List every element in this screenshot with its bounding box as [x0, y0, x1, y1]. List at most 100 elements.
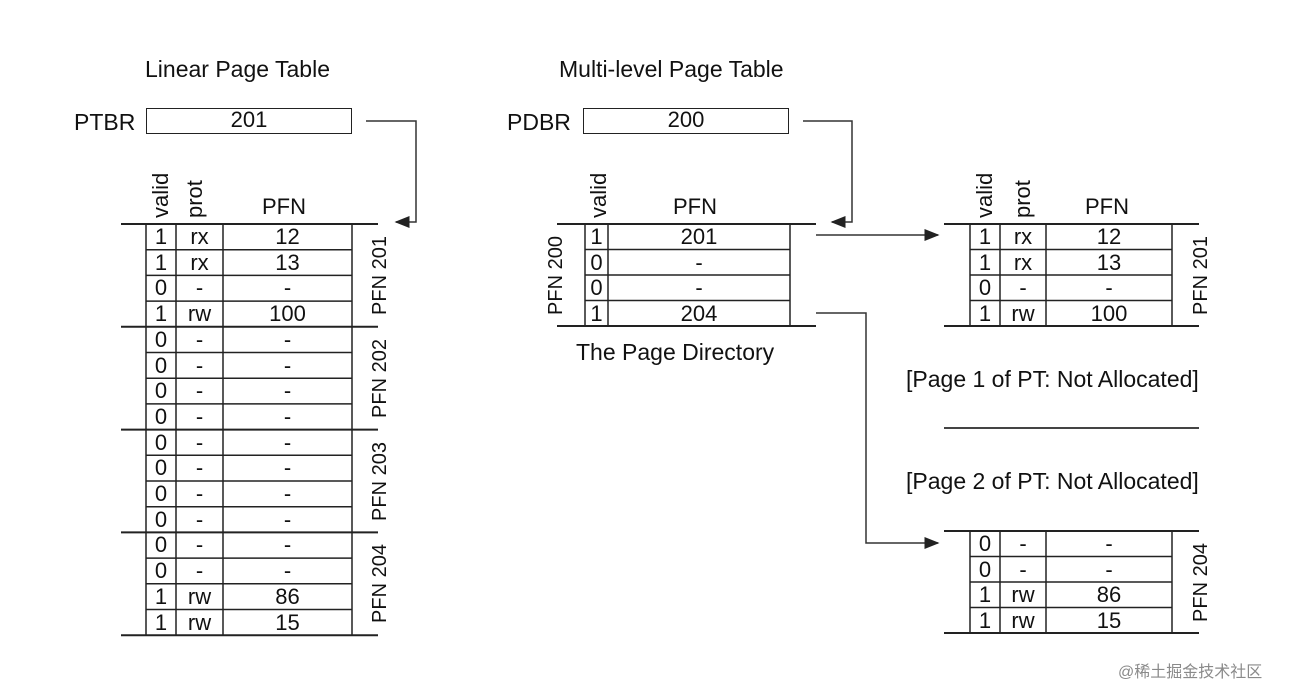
pfn-cell: 15: [1096, 607, 1122, 633]
pfn-cell: -: [283, 326, 292, 352]
pfn-cell: 100: [269, 301, 306, 327]
table-row: 0-: [0, 250, 702, 275]
prot-cell: rw: [1011, 582, 1035, 607]
table-row: 1 201: [0, 224, 717, 249]
prot-cell: rx: [190, 224, 209, 249]
table-row: 0-: [0, 275, 702, 300]
valid-cell: 1: [978, 249, 992, 275]
pfn-cell: -: [1105, 556, 1113, 582]
pfn-cell: -: [283, 352, 292, 378]
prot-cell: -: [195, 403, 204, 429]
valid-cell: 1: [590, 300, 603, 326]
table-row: 0--: [0, 532, 291, 557]
pfn-cell: 86: [1096, 582, 1122, 607]
valid-cell: 1: [978, 300, 992, 326]
pfn-cell: -: [283, 429, 292, 455]
page2-not-allocated-note: [Page 2 of PT: Not Allocated]: [906, 468, 1199, 494]
table-row: 1 rw 86: [0, 582, 1121, 607]
prot-cell: -: [195, 558, 204, 584]
table-row: 0 - -: [0, 353, 291, 378]
valid-cell: 0: [154, 481, 168, 506]
prot-cell: -: [195, 506, 204, 532]
prot-cell: -: [195, 275, 204, 301]
pfn-cell: -: [1105, 275, 1113, 300]
valid-cell: 1: [154, 224, 168, 249]
table-row: 1 rx 12: [0, 224, 1121, 249]
prot-cell: -: [195, 378, 204, 404]
valid-cell: 0: [154, 378, 168, 404]
pfn-cell: -: [283, 455, 292, 481]
pfn-cell: 13: [1096, 249, 1122, 275]
valid-cell: 0: [978, 531, 992, 556]
table-row: 0 - -: [0, 531, 1113, 556]
valid-cell: 0: [590, 249, 603, 275]
pfn-cell: 13: [275, 249, 300, 275]
pfn-cell: -: [695, 249, 703, 275]
multilevel-page-table-title: Multi-level Page Table: [559, 56, 784, 82]
pfn-cell: -: [283, 532, 292, 558]
prot-cell: rw: [1011, 300, 1035, 326]
table-row: 1 rw 100: [0, 301, 1127, 326]
valid-cell: 1: [978, 607, 992, 633]
prot-cell: rw: [187, 609, 212, 635]
pfn-cell: -: [283, 275, 292, 301]
page-directory-caption: The Page Directory: [576, 339, 775, 365]
prot-cell: rw: [187, 583, 212, 609]
valid-cell: 1: [154, 609, 168, 635]
table-row: 1 rx 12: [0, 224, 300, 249]
pfn-cell: -: [283, 378, 292, 404]
pfn-cell: -: [1105, 531, 1113, 556]
valid-cell: 0: [590, 275, 603, 300]
table-row: 1 rx 13: [0, 250, 1121, 275]
table-row: 0 - -: [0, 378, 291, 403]
pfn-cell: 12: [1096, 224, 1122, 249]
valid-cell: 0: [154, 558, 168, 584]
ptbr-label: PTBR: [74, 109, 136, 135]
pfn-cell: 204: [680, 300, 718, 326]
valid-cell: 1: [154, 249, 168, 275]
pdbr-register: 200: [583, 108, 789, 134]
valid-cell: 0: [978, 556, 992, 582]
prot-cell: rx: [1013, 249, 1033, 275]
ptbr-arrow: [366, 120, 417, 228]
pfn-cell: -: [283, 506, 292, 532]
prot-cell: -: [195, 532, 204, 558]
pdbr-label: PDBR: [507, 109, 571, 135]
table-row: 1 204: [0, 301, 717, 326]
prot-cell: -: [1019, 275, 1027, 300]
pfn-cell: -: [695, 275, 703, 300]
page1-not-allocated-note: [Page 1 of PT: Not Allocated]: [906, 366, 1199, 392]
table-row: 0--: [0, 507, 291, 532]
valid-cell: 0: [154, 275, 168, 301]
valid-cell: 1: [154, 301, 168, 327]
prot-cell: -: [195, 455, 204, 481]
watermark: @稀土掘金技术社区: [1118, 664, 1263, 681]
valid-cell: 0: [154, 352, 168, 378]
pfn-cell: 12: [275, 224, 300, 249]
prot-cell: rw: [187, 301, 212, 327]
prot-cell: rw: [1011, 607, 1035, 633]
pdbr-arrow: [803, 120, 853, 228]
valid-cell: 1: [590, 224, 603, 249]
valid-cell: 0: [154, 455, 168, 481]
table-row: 0 - -: [0, 275, 291, 300]
pfn-cell: -: [283, 558, 292, 584]
prot-cell: -: [195, 429, 204, 455]
valid-cell: 1: [978, 582, 992, 607]
table-row: 0--: [0, 481, 291, 506]
valid-cell: 1: [154, 583, 168, 609]
table-row: 0--: [0, 404, 291, 429]
table-row: 0--: [0, 327, 291, 352]
table-row: 1 rw 15: [0, 608, 1121, 633]
ptbr-register: 201: [146, 108, 352, 134]
linear-pfn-header: PFN: [262, 194, 306, 219]
prot-cell: rx: [1013, 224, 1033, 249]
directory-pfn-header: PFN: [673, 194, 717, 219]
valid-cell: 0: [154, 403, 168, 429]
pfn-cell: 201: [680, 224, 718, 249]
prot-cell: -: [195, 352, 204, 378]
